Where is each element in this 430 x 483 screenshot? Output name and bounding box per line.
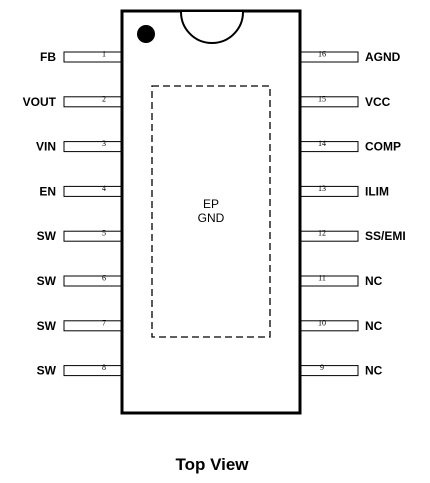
left-pin: 6 SW [37, 274, 122, 288]
pin-lead [300, 51, 359, 63]
pin-lead [300, 141, 359, 153]
pin-name: COMP [365, 140, 401, 154]
left-pin: 1 FB [40, 50, 122, 64]
pin-lead [63, 96, 122, 108]
view-caption: Top View [175, 455, 249, 474]
pin-name: VIN [36, 140, 56, 154]
pin-name: NC [365, 274, 383, 288]
pin-name: SW [37, 274, 57, 288]
pin-lead [63, 275, 122, 287]
pin-number: 4 [102, 184, 106, 193]
pin-lead [63, 365, 122, 377]
left-pin: 5 SW [37, 229, 122, 243]
pin-name: NC [365, 364, 383, 378]
pin-name: SW [37, 319, 57, 333]
pin1-notch [180, 11, 244, 44]
right-pin: 13 ILIM [300, 184, 389, 198]
pin-number: 13 [318, 184, 326, 193]
pin-lead [300, 185, 359, 197]
pin-lead [300, 320, 359, 332]
pin-number: 11 [318, 274, 326, 283]
pin-number: 1 [102, 50, 106, 59]
pin-number: 10 [318, 318, 326, 327]
pin-name: SW [37, 364, 57, 378]
pin-lead [63, 141, 122, 153]
pin-name: NC [365, 319, 383, 333]
pin-name: SW [37, 229, 57, 243]
left-pin: 2 VOUT [23, 94, 122, 109]
pin-number: 2 [102, 94, 106, 103]
pin-name: ILIM [365, 184, 389, 198]
pin-lead [300, 275, 359, 287]
right-pin: 14 COMP [300, 139, 401, 154]
pin-number: 15 [318, 94, 326, 103]
exposed-pad-label: EP [203, 197, 219, 211]
left-pin: 4 EN [39, 184, 122, 198]
pin-number: 3 [102, 139, 106, 148]
left-pin: 7 SW [37, 318, 122, 333]
pin-name: AGND [365, 50, 401, 64]
right-pin: 9 NC [300, 363, 383, 378]
pin-name: VCC [365, 95, 391, 109]
pin-number: 9 [320, 363, 324, 372]
left-pin: 3 VIN [36, 139, 122, 154]
pin-number: 7 [102, 318, 106, 327]
right-pin: 12 SS/EMI [300, 229, 406, 243]
pin-lead [63, 230, 122, 242]
pin-lead [300, 365, 359, 377]
pin-lead [63, 51, 122, 63]
left-pin: 8 SW [37, 363, 122, 378]
right-pin: 15 VCC [300, 94, 391, 109]
pin-name: VOUT [23, 95, 57, 109]
pin-lead [63, 320, 122, 332]
right-pin: 10 NC [300, 318, 383, 333]
pin1-dot [137, 25, 155, 43]
pin-name: FB [40, 50, 56, 64]
exposed-pad-net: GND [198, 211, 225, 225]
pin-lead [300, 230, 359, 242]
pin-number: 5 [102, 229, 106, 238]
pin-lead [63, 185, 122, 197]
right-pin: 11 NC [300, 274, 383, 288]
pin-number: 14 [318, 139, 326, 148]
pin-name: EN [39, 184, 56, 198]
pin-number: 16 [318, 50, 326, 59]
pin-lead [300, 96, 359, 108]
pin-number: 12 [318, 229, 326, 238]
pin-name: SS/EMI [365, 229, 406, 243]
exposed-pad [151, 85, 271, 338]
pin-number: 6 [102, 274, 106, 283]
right-pin: 16 AGND [300, 50, 401, 64]
pin-number: 8 [102, 363, 106, 372]
